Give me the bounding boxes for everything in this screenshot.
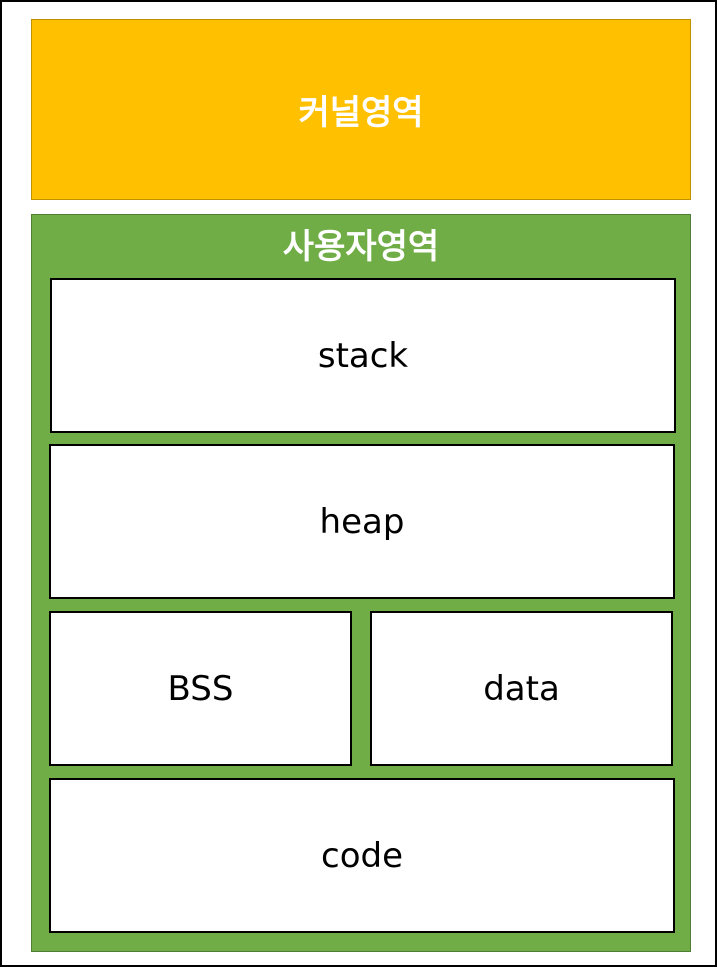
user-area-box: 사용자영역 stack heap BSS data code [31, 214, 691, 952]
stack-segment: stack [50, 278, 676, 433]
kernel-area-box: 커널영역 [31, 19, 691, 200]
bss-segment: BSS [49, 611, 352, 766]
code-segment: code [49, 778, 675, 933]
code-segment-label: code [321, 835, 403, 876]
heap-segment: heap [49, 444, 675, 599]
stack-segment-label: stack [317, 335, 409, 376]
bss-segment-label: BSS [167, 668, 234, 709]
kernel-area-label: 커널영역 [298, 93, 424, 133]
heap-segment-label: heap [319, 501, 405, 542]
user-area-label: 사용자영역 [282, 227, 440, 267]
data-segment-label: data [483, 668, 560, 709]
data-segment: data [370, 611, 673, 766]
